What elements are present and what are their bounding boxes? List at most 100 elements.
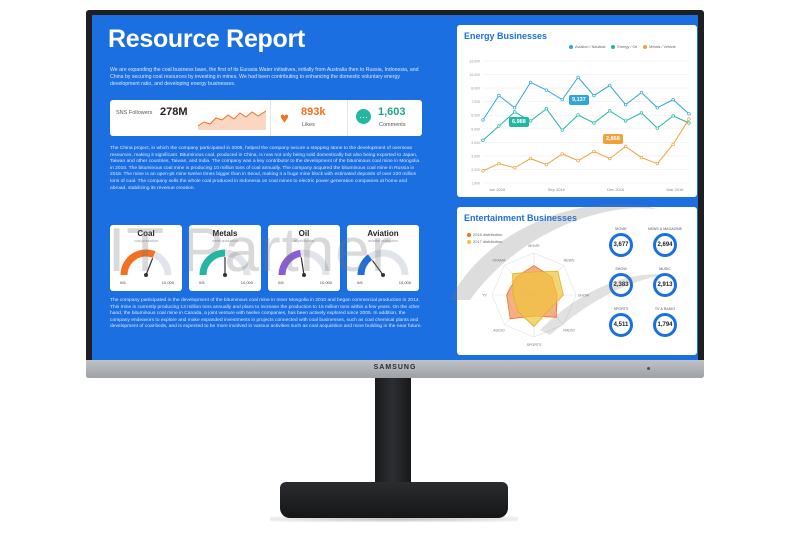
callout-aviation: 9,137 <box>569 95 589 105</box>
gauge-fill <box>199 249 226 276</box>
data-point <box>655 126 659 130</box>
gauge-dial <box>199 249 251 277</box>
gauge-fill <box>120 249 156 276</box>
gauge-max: 10,000 <box>319 280 332 285</box>
legend-item: Aviation / Nautical <box>569 45 605 49</box>
x-tick-label: Mar 2016 <box>667 187 685 192</box>
y-tick-label: 12,000 <box>469 60 480 64</box>
series-line <box>482 108 690 141</box>
y-tick-label: 3,000 <box>471 154 480 158</box>
data-point <box>497 93 501 98</box>
legend-item: 2017 distribution <box>467 238 502 245</box>
callout-metals: 2,868 <box>603 134 623 144</box>
power-led <box>647 367 650 370</box>
body-paragraph-1: The China project, in which the company … <box>110 146 420 191</box>
monitor-screen: Resource Report We are expanding the coa… <box>92 15 698 360</box>
radar-axis-label: AUDIO <box>493 329 505 333</box>
data-point <box>513 166 517 170</box>
radar-axis-label: TV <box>482 294 487 298</box>
sns-label: SNS Followers <box>116 110 153 116</box>
gauge-pivot <box>144 273 148 277</box>
energy-panel: Energy Businesses Aviation / Nautical En… <box>457 25 697 197</box>
data-point <box>639 90 644 95</box>
legend-item: 2016 distribution <box>467 231 502 238</box>
heart-icon: ♥ <box>280 110 289 127</box>
y-tick-label: 2,000 <box>471 168 480 172</box>
brand-logo: SAMSUNG <box>373 364 417 371</box>
radar-axis-label: DRAMA <box>492 258 506 262</box>
body-paragraph-2: The company participated in the developm… <box>110 298 422 330</box>
stand-neck <box>375 378 411 490</box>
gauge-dial <box>278 249 330 277</box>
comments-label: Comments <box>379 122 406 128</box>
gauge-subtitle: aviation production <box>368 239 398 243</box>
data-point <box>528 119 533 123</box>
radar-series-2017 <box>512 270 564 328</box>
series-line <box>482 118 690 172</box>
data-point <box>513 110 517 114</box>
data-point <box>576 158 580 163</box>
data-point <box>544 88 549 92</box>
gauge-title: Coal <box>137 229 155 238</box>
gauge-title: Aviation <box>367 229 399 238</box>
gauge-needle <box>371 260 384 276</box>
data-point <box>608 156 612 161</box>
y-tick-label: 7,000 <box>471 100 480 104</box>
data-point <box>481 138 485 142</box>
y-tick-label: 5,000 <box>471 127 480 131</box>
x-tick-label: Dec 2016 <box>607 187 625 192</box>
data-point <box>671 142 675 147</box>
gauge-pivot <box>302 273 306 277</box>
x-tick-label: Sep 2016 <box>548 187 566 192</box>
series-line <box>482 76 690 121</box>
stand-base <box>280 482 508 518</box>
data-point <box>513 106 517 110</box>
comments-value: 1,603 <box>378 106 406 118</box>
gauge-coal: Coal coal production 0/6 10,000 <box>110 225 182 291</box>
radar-axis-label: RADIO <box>563 329 575 333</box>
stand-shadow <box>270 516 518 522</box>
comment-icon: … <box>356 109 371 124</box>
x-tick-label: Jun 2016 <box>489 187 506 192</box>
data-point <box>671 114 675 118</box>
data-point <box>655 106 659 110</box>
gauge-aviation: Aviation aviation production 0/6 10,000 <box>347 225 419 291</box>
gauge-min: 0/6 <box>120 280 126 285</box>
energy-legend: Aviation / Nautical Energy / Oil Metals … <box>569 45 676 49</box>
gauge-needle <box>145 258 154 276</box>
legend-item: Metals / Vehicle <box>643 45 676 49</box>
gauge-max: 10,000 <box>161 280 174 285</box>
data-point <box>528 156 533 161</box>
gauge-subtitle: oil production <box>293 239 315 243</box>
gauge-title: Metals <box>212 229 238 238</box>
entertainment-title: Entertainment Businesses <box>464 213 578 223</box>
radar-axis-label: MOVIE <box>528 244 540 248</box>
data-point <box>544 163 549 167</box>
gauge-min: 0/6 <box>357 280 363 285</box>
sns-value: 278M <box>160 106 188 118</box>
gauge-max: 10,000 <box>398 280 411 285</box>
data-point <box>481 118 485 122</box>
data-point <box>560 97 564 102</box>
monitor-chin: SAMSUNG <box>86 360 704 378</box>
gauge-min: 0/6 <box>278 280 284 285</box>
sns-stat: SNS Followers 278M <box>110 100 271 136</box>
sns-sparkline <box>198 110 266 130</box>
data-point <box>592 93 596 98</box>
stats-bar: SNS Followers 278M ♥ 893k Likes … 1,603 … <box>110 100 422 136</box>
data-point <box>671 97 675 102</box>
data-point <box>655 162 659 166</box>
energy-title: Energy Businesses <box>464 31 548 41</box>
gauge-needle <box>300 257 305 276</box>
y-tick-label: 1,000 <box>471 182 480 186</box>
data-point <box>623 119 628 123</box>
data-point <box>497 162 501 166</box>
data-point <box>576 75 580 79</box>
data-point <box>576 113 580 117</box>
likes-label: Likes <box>302 122 315 128</box>
legend-item: Energy / Oil <box>611 45 637 49</box>
likes-value: 893k <box>301 106 326 118</box>
energy-line-chart: 12,00010,0008,0007,0006,0005,0004,0003,0… <box>469 60 691 192</box>
